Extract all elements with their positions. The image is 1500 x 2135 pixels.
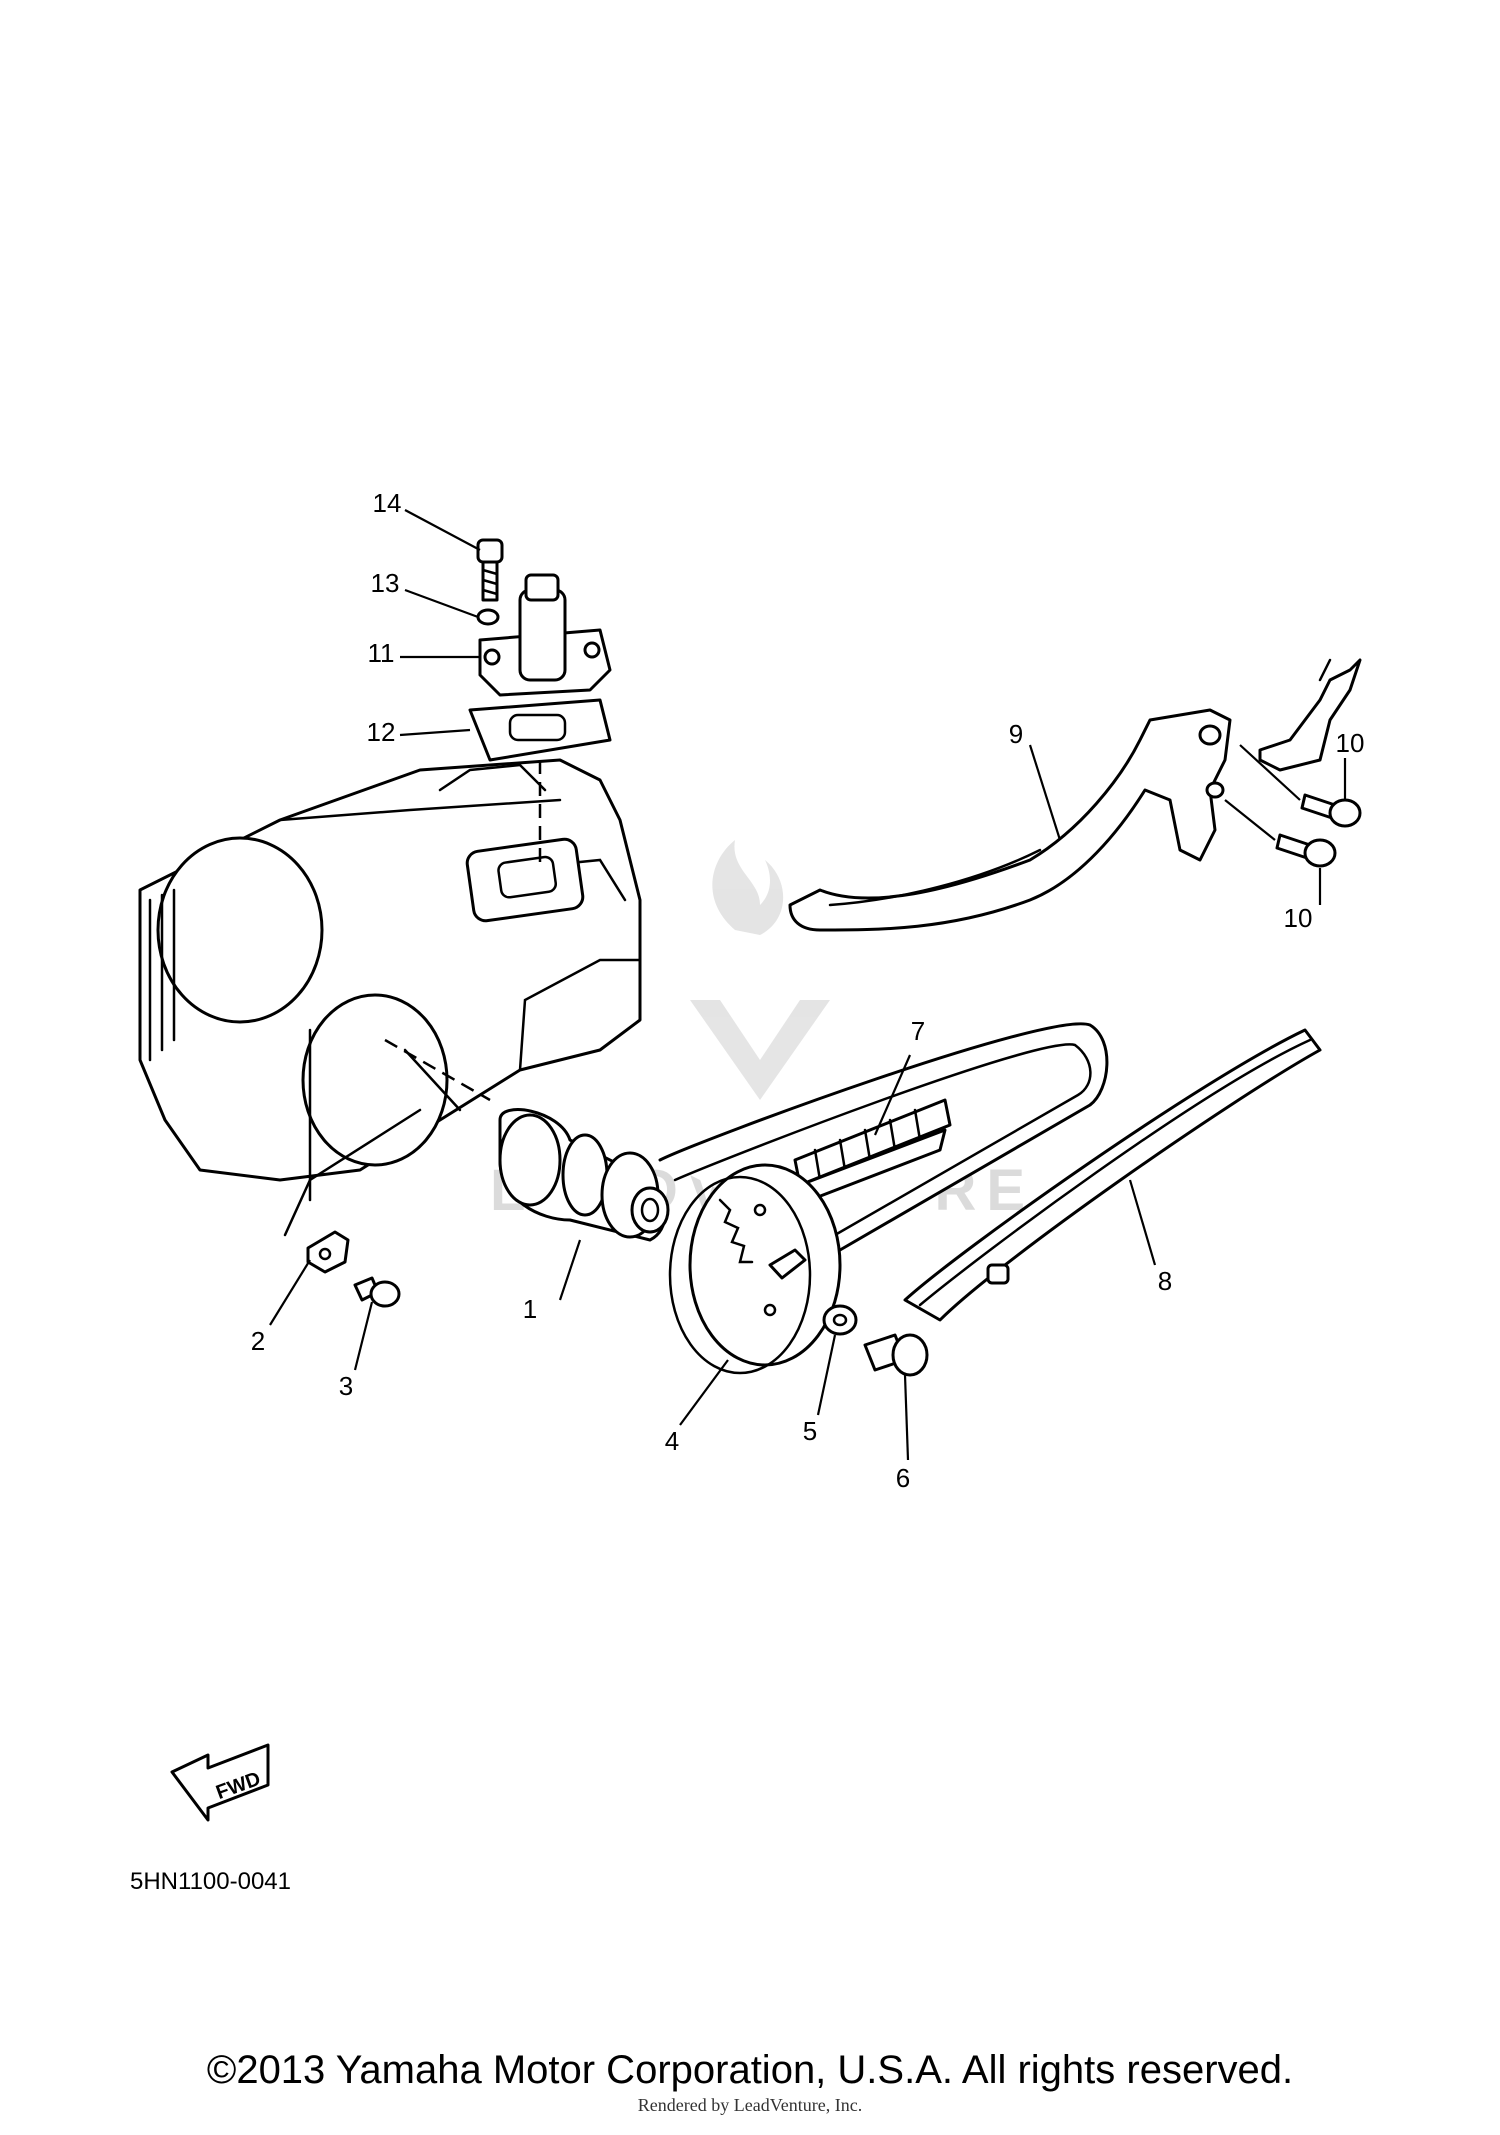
guide-line-bracket bbox=[283, 1108, 422, 1237]
rendered-by-notice: Rendered by LeadVenture, Inc. bbox=[637, 2095, 863, 2115]
bolt-14 bbox=[476, 538, 504, 602]
cam-chain-tensioner bbox=[478, 573, 612, 697]
bolt-3 bbox=[353, 1276, 401, 1308]
cam-sprocket bbox=[668, 1163, 842, 1375]
callout-10-upper: 10 bbox=[1336, 728, 1365, 758]
cylinder-head bbox=[138, 758, 642, 1202]
bolt-10-upper bbox=[1300, 793, 1362, 828]
callout-6: 6 bbox=[896, 1463, 910, 1493]
fwd-arrow-icon: FWD bbox=[170, 1743, 270, 1822]
washer-13 bbox=[476, 608, 500, 626]
head-port-upper bbox=[156, 836, 324, 1024]
callout-3: 3 bbox=[339, 1371, 353, 1401]
bolt-10-lower bbox=[1275, 833, 1337, 868]
catalog-code: 5HN1100-0041 bbox=[130, 1868, 292, 1895]
chain-guide bbox=[903, 1028, 1322, 1322]
leader-lines bbox=[269, 509, 1347, 1461]
callout-1: 1 bbox=[523, 1294, 537, 1324]
washer-5 bbox=[822, 1304, 858, 1336]
tensioner-guide bbox=[788, 708, 1232, 932]
callout-12: 12 bbox=[367, 717, 396, 747]
callout-4: 4 bbox=[665, 1426, 679, 1456]
guide-line-camshaft bbox=[384, 1038, 491, 1102]
callout-2: 2 bbox=[251, 1326, 265, 1356]
callout-10-lower: 10 bbox=[1284, 903, 1313, 933]
callout-11: 11 bbox=[368, 638, 395, 668]
guide-bracket bbox=[1258, 658, 1362, 772]
callout-8: 8 bbox=[1158, 1266, 1172, 1296]
callout-5: 5 bbox=[803, 1416, 817, 1446]
copyright-notice: ©2013 Yamaha Motor Corporation, U.S.A. A… bbox=[206, 2048, 1294, 2092]
callout-13: 13 bbox=[371, 568, 400, 598]
chain-links bbox=[793, 1098, 952, 1202]
callout-14: 14 bbox=[373, 488, 402, 518]
tensioner-gasket bbox=[468, 698, 612, 762]
callout-9: 9 bbox=[1009, 719, 1023, 749]
bracket-2 bbox=[306, 1230, 350, 1274]
callout-7: 7 bbox=[911, 1016, 925, 1046]
camshaft bbox=[498, 1108, 670, 1242]
sprocket-bolt bbox=[863, 1333, 929, 1377]
head-port-lower bbox=[301, 993, 449, 1167]
